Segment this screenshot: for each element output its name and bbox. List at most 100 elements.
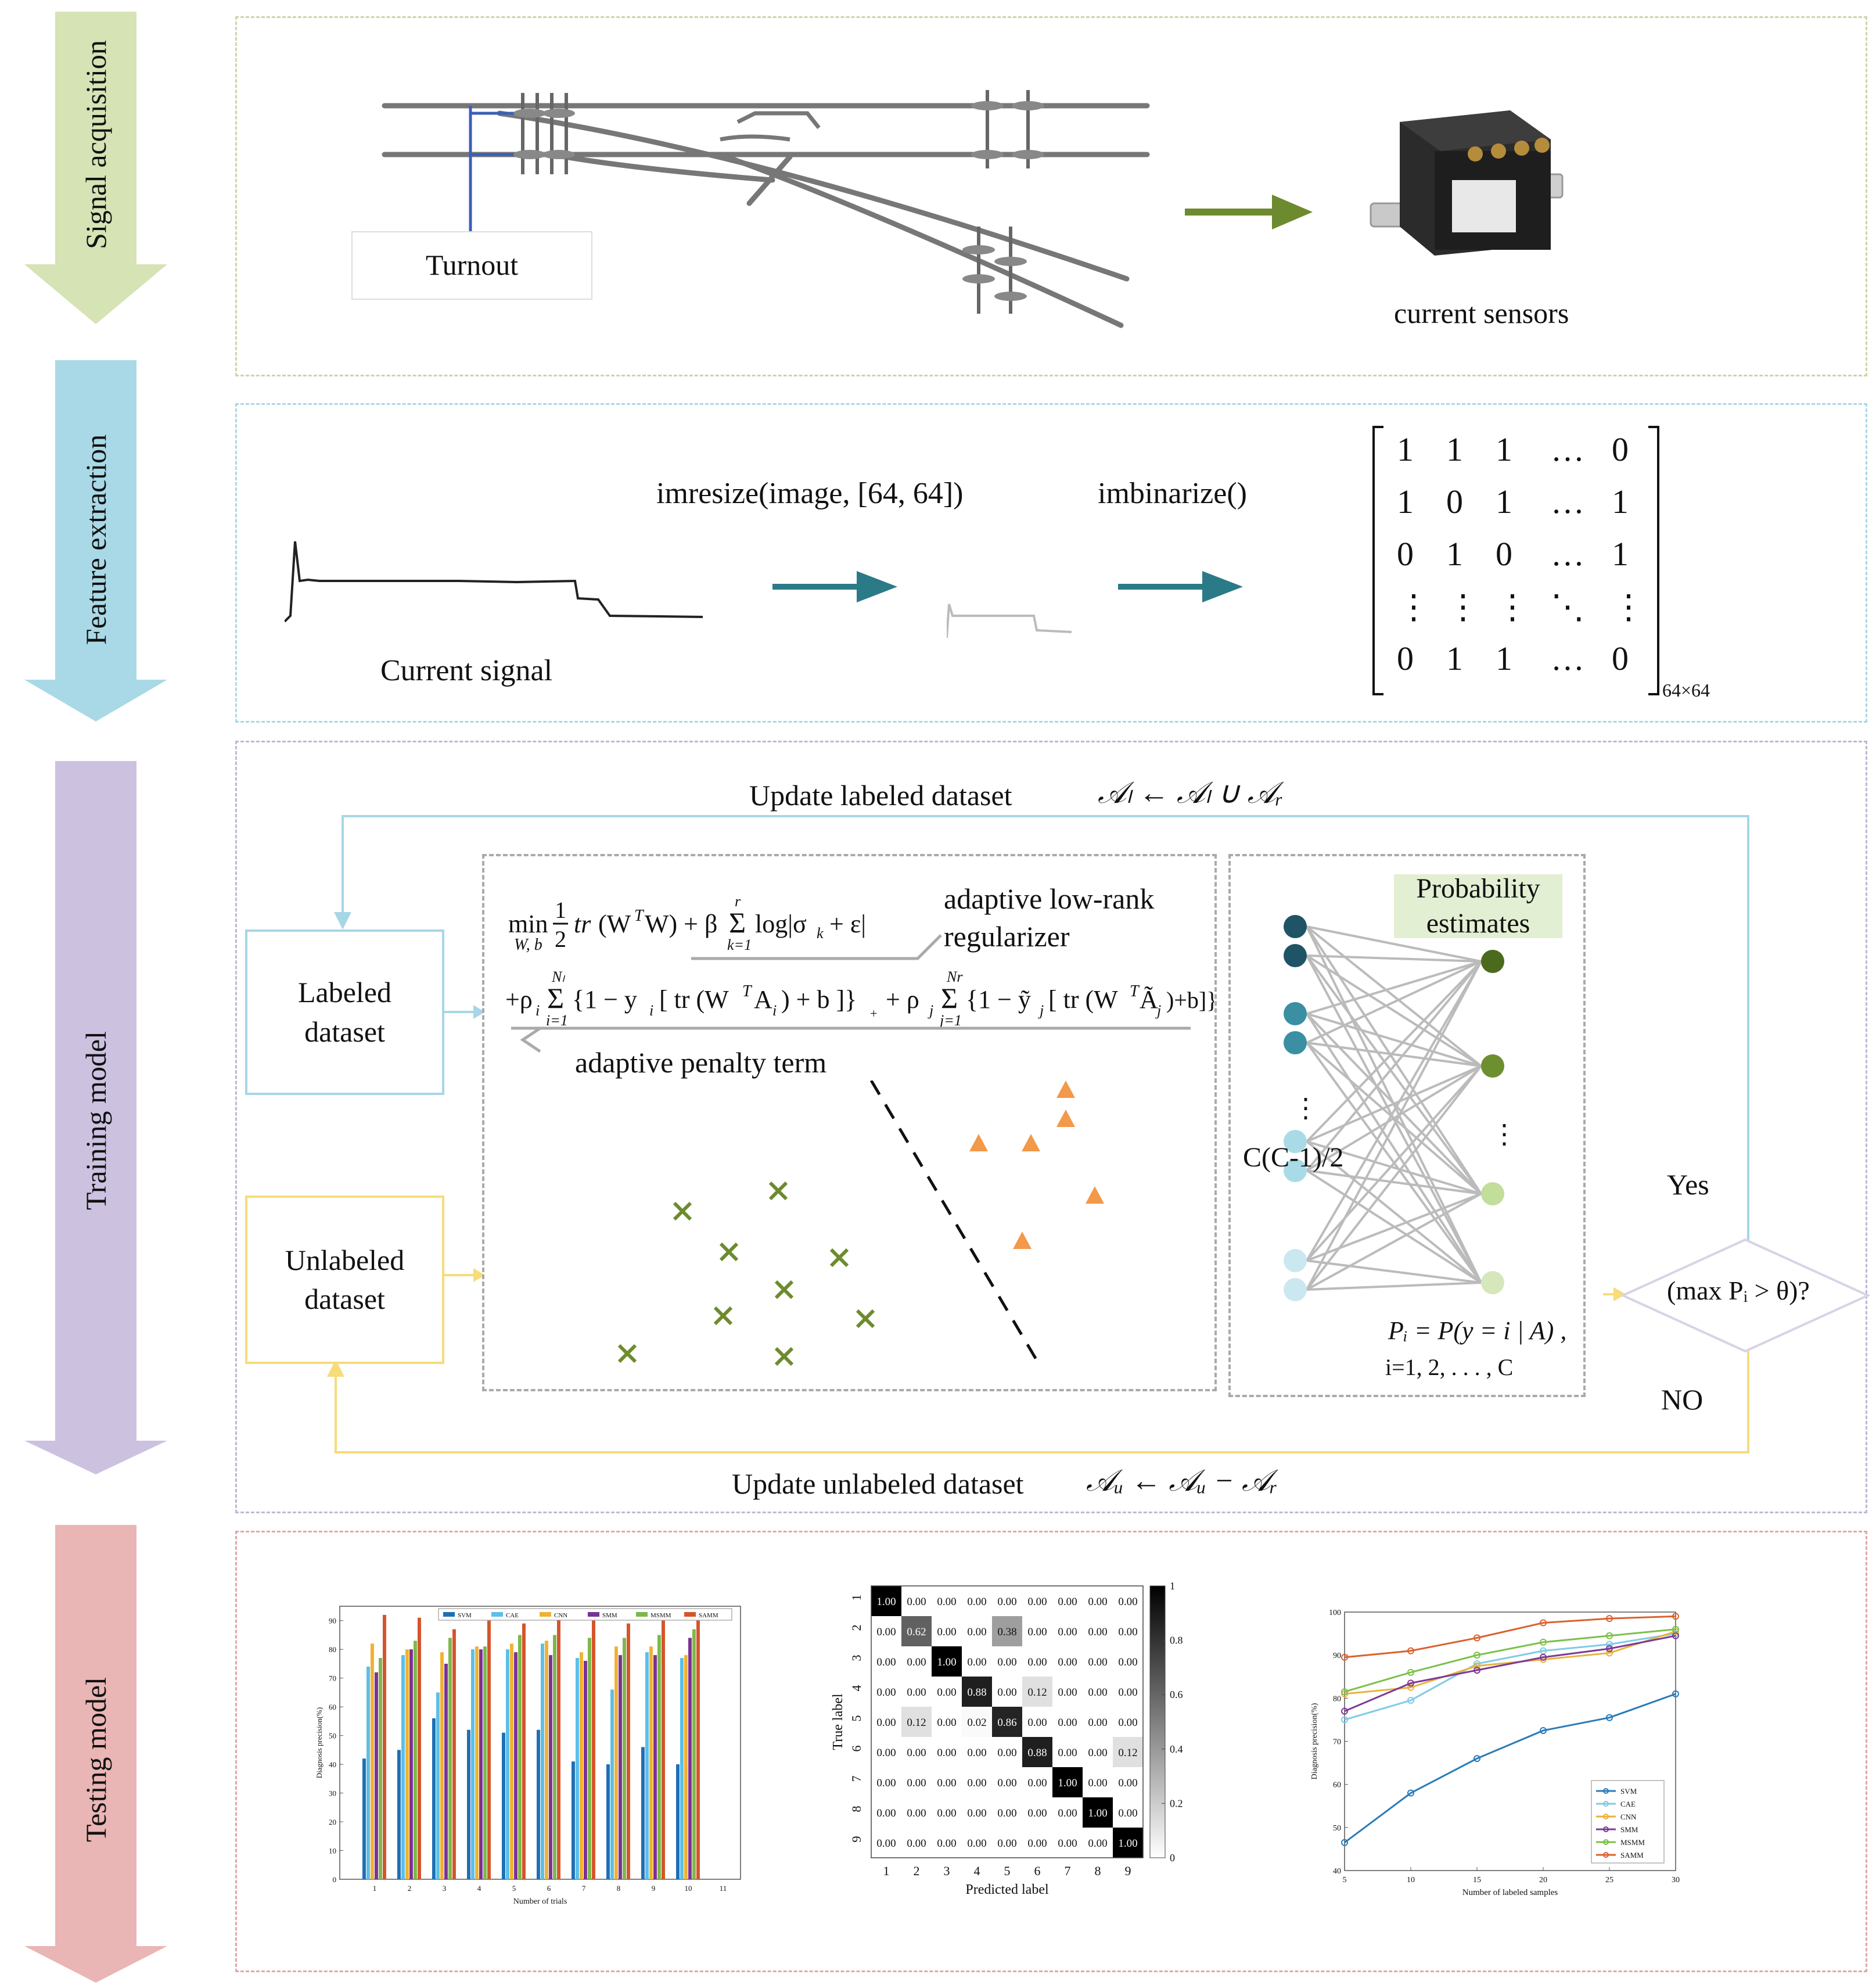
svg-text:i=1: i=1 (546, 1012, 568, 1029)
cm-cell (932, 1677, 962, 1707)
network-edge (1306, 925, 1482, 1067)
cm-value: 0.00 (907, 1656, 926, 1668)
matrix-cell: 1 (1397, 483, 1414, 521)
bar-samm (487, 1620, 491, 1879)
bar-cae (366, 1666, 370, 1879)
x-tick-label: 6 (547, 1884, 551, 1893)
cm-value: 0.00 (937, 1747, 956, 1759)
class-a-marker (774, 1280, 794, 1300)
bar-samm (696, 1620, 700, 1879)
cm-value: 0.12 (1118, 1747, 1137, 1759)
cm-value: 0.00 (1027, 1596, 1047, 1608)
point-svm (1672, 1690, 1679, 1697)
point-smm (1341, 1707, 1348, 1715)
x-tick-label: 10 (685, 1884, 692, 1893)
matrix-size-label: 64×64 (1662, 680, 1710, 701)
cm-cell (901, 1646, 932, 1677)
cm-value: 0.00 (1027, 1807, 1047, 1819)
cm-value: 1.00 (1118, 1837, 1137, 1850)
matrix-cell: 1 (1446, 430, 1463, 468)
point-msmm (1540, 1638, 1547, 1646)
unlabeled-dataset-label: Unlabeled dataset (285, 1243, 405, 1316)
network-edge (1306, 1013, 1482, 1284)
colorbar-tick-label: 0.4 (1170, 1743, 1183, 1755)
bar-cae (471, 1649, 475, 1879)
cm-value: 0.00 (876, 1837, 896, 1850)
cm-cell (1022, 1767, 1052, 1797)
bar-smm (653, 1655, 657, 1879)
update-unlabeled-formula: 𝒜ᵤ ← 𝒜ᵤ − 𝒜ᵣ (1086, 1464, 1278, 1498)
matrix-cell: 1 (1496, 640, 1512, 677)
svg-text:T: T (742, 982, 753, 1000)
network-edge (1306, 1193, 1482, 1262)
point-samm (1407, 1647, 1414, 1654)
network-output-node (1481, 1182, 1504, 1205)
bar-samm (418, 1617, 421, 1879)
cm-cell (1083, 1616, 1113, 1646)
x-tick-label: 8 (617, 1884, 621, 1893)
bar-msmm (414, 1641, 417, 1879)
cm-value: 0.86 (997, 1717, 1016, 1729)
cm-cell (871, 1616, 901, 1646)
network-edge (1306, 1065, 1482, 1143)
cm-cell (871, 1737, 901, 1767)
point-cae (1540, 1647, 1547, 1654)
series-line-smm (1344, 1635, 1676, 1712)
cm-value: 0.00 (876, 1656, 896, 1668)
cm-value: 0.00 (1027, 1656, 1047, 1668)
cm-cell (1083, 1707, 1113, 1737)
point-cae (1606, 1641, 1613, 1648)
cm-value: 0.00 (1088, 1777, 1107, 1789)
class-a-marker (774, 1347, 794, 1366)
y-tick-label: 80 (1333, 1695, 1341, 1703)
legend-marker (1603, 1801, 1609, 1807)
cm-cell (1113, 1586, 1143, 1616)
network-edge (1306, 960, 1482, 1044)
cm-cell (992, 1707, 1022, 1737)
svg-text:W, b: W, b (514, 936, 542, 954)
series-line-svm (1344, 1693, 1676, 1843)
cm-cell (932, 1797, 962, 1828)
bar-cae (436, 1692, 440, 1879)
cm-y-tick: 4 (849, 1685, 864, 1692)
bar-msmm (588, 1638, 591, 1879)
point-samm (1540, 1619, 1547, 1627)
cm-cell (992, 1586, 1022, 1616)
class-a-marker (617, 1344, 637, 1363)
cm-value: 0.00 (967, 1837, 986, 1850)
cm-value: 0.00 (1058, 1686, 1077, 1699)
cm-cell (962, 1586, 992, 1616)
cm-y-tick: 3 (849, 1655, 864, 1661)
class-b-marker (1013, 1232, 1032, 1249)
cm-value: 0.00 (1118, 1777, 1137, 1789)
cm-value: 0.00 (1088, 1837, 1107, 1850)
y-tick-label: 50 (1333, 1824, 1341, 1833)
class-a-marker (856, 1309, 875, 1329)
bar-samm (592, 1620, 595, 1879)
cm-value: 0.00 (1058, 1807, 1077, 1819)
line-x-axis-label: Number of labeled samples (1462, 1888, 1558, 1897)
bar-cae (506, 1649, 509, 1879)
bar-msmm (553, 1635, 556, 1879)
svg-text:j=1: j=1 (938, 1012, 962, 1029)
cm-cell (1113, 1646, 1143, 1677)
bar-cnn (405, 1649, 409, 1879)
turnout-label: Turnout (425, 249, 519, 282)
bar-msmm (657, 1635, 661, 1879)
stage-arrow-testing-model (24, 1525, 167, 1983)
bar-chart-frame (339, 1606, 741, 1880)
point-smm (1474, 1667, 1480, 1674)
matrix-cell: 1 (1496, 430, 1512, 468)
bar-y-axis-label: Diagnosis precision(%) (315, 1707, 324, 1778)
cm-y-tick: 1 (849, 1595, 864, 1601)
point-svm (1474, 1755, 1480, 1763)
svg-text:1: 1 (555, 897, 566, 923)
svg-text:[ tr (W: [ tr (W (659, 985, 729, 1014)
cm-cell (962, 1707, 992, 1737)
x-tick-label: 2 (408, 1884, 412, 1893)
bar-cnn (545, 1641, 548, 1879)
svg-text:j: j (1155, 1002, 1161, 1019)
update-labeled-text: Update labeled dataset (749, 779, 1012, 812)
y-tick-label: 20 (329, 1818, 336, 1826)
matrix-cell: … (1551, 640, 1584, 677)
